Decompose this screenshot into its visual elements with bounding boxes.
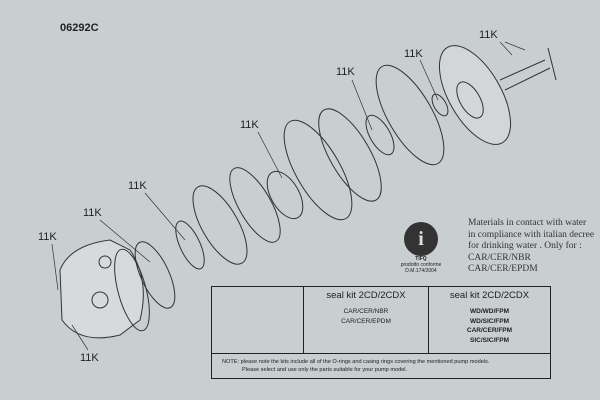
leader-lines: [51, 41, 526, 351]
text-line: CAR/CER/NBR: [468, 252, 531, 263]
kit-item: WD/WD/FPM: [470, 308, 509, 315]
drawing-code: 06292C: [60, 22, 99, 34]
logo-caption: D.M.174/2004: [405, 268, 437, 274]
part-label: 11K: [336, 66, 355, 78]
part-label: 11K: [240, 119, 259, 131]
part-label: 11K: [80, 352, 99, 364]
part-label: 11K: [404, 48, 423, 60]
motor-bracket: [438, 45, 557, 145]
info-icon: i: [404, 222, 438, 256]
materials-compliance-text: Materials in contact with water in compl…: [468, 218, 600, 276]
tifq-certification-logo: i TIFQ prodotto conforme D.M.174/2004: [396, 222, 446, 274]
part-label: 11K: [128, 180, 147, 192]
kit-item: WD/SIC/FPM: [470, 317, 509, 325]
text-line: in compliance with italian decree: [468, 229, 595, 240]
part-label: 11K: [83, 207, 102, 219]
kit-item: CAR/CER/NBR: [343, 308, 389, 315]
seal-kit-column: seal kit 2CD/2CDX WD/WD/FPM WD/SIC/FPM C…: [429, 287, 550, 353]
pump-body: [59, 239, 150, 339]
table-spacer: [212, 287, 304, 353]
seal-kit-table: seal kit 2CD/2CDX CAR/CER/NBR CAR/CER/EP…: [211, 286, 551, 379]
seal-kit-column: seal kit 2CD/2CDX CAR/CER/NBR CAR/CER/EP…: [304, 287, 429, 353]
part-label: 11K: [38, 231, 57, 243]
column-title: seal kit 2CD/2CDX: [449, 290, 530, 301]
note-line: Please select and use only the parts sui…: [242, 367, 408, 373]
text-line: for drinking water . Only for :: [468, 241, 582, 251]
pump-discs: [134, 64, 449, 309]
note-label: NOTE:: [222, 359, 240, 365]
logo-caption: prodotto conforme: [400, 262, 442, 268]
column-title: seal kit 2CD/2CDX: [326, 290, 406, 301]
kit-item: CAR/CER/EPDM: [341, 317, 391, 325]
kit-item: SIC/SIC/FPM: [469, 336, 509, 344]
kit-item: CAR/CER/FPM: [466, 327, 513, 334]
note-line: please note the kits include all of the …: [240, 359, 490, 365]
text-line: CAR/CER/EPDM: [468, 264, 538, 274]
part-label: 11K: [479, 29, 498, 41]
logo-name: TIFQ: [415, 256, 427, 262]
text-line: Materials in contact with water: [468, 218, 587, 228]
table-note: NOTE: please note the kits include all o…: [212, 353, 550, 379]
